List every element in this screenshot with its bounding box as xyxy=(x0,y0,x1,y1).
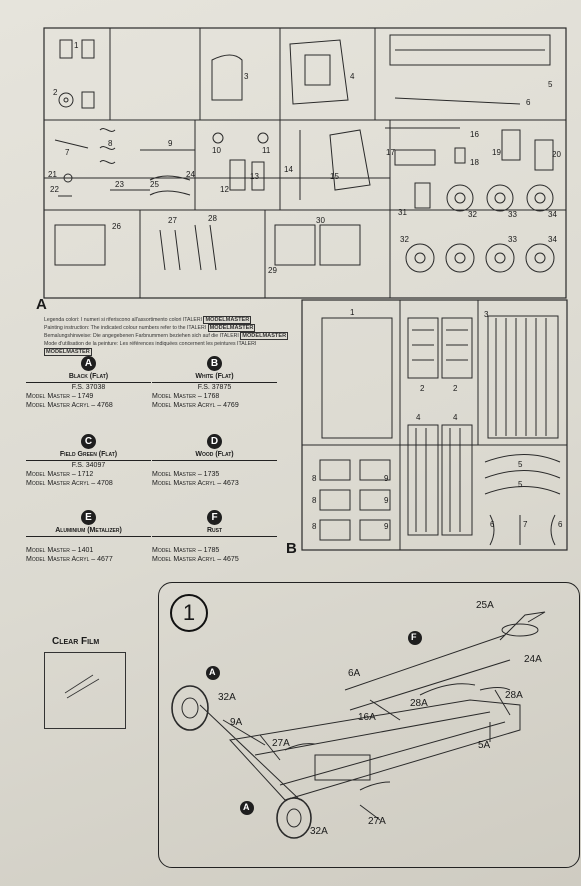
part-number: 3 xyxy=(244,72,249,81)
paint-name: Aluminium (Metalizer) xyxy=(26,526,151,537)
part-number: 20 xyxy=(552,150,561,159)
paint-ref: Model Master Acryl – 4673 xyxy=(152,480,239,487)
legend-line-it: Legenda colori: I numeri si riferiscono … xyxy=(44,316,252,324)
part-number: 9 xyxy=(168,139,173,148)
part-number: 18 xyxy=(470,158,479,167)
paint-ref: Model Master – 1749 xyxy=(26,393,94,400)
paint-d: D Wood (Flat) Model Master – 1735 Model … xyxy=(152,434,277,488)
part-number: 22 xyxy=(50,185,59,194)
part-number: 32 xyxy=(400,235,409,244)
part-number: 12 xyxy=(220,185,229,194)
part-number: 1 xyxy=(74,41,79,50)
part-number: 28 xyxy=(208,214,217,223)
paint-name: White (Flat) xyxy=(152,372,277,383)
part-number: 7 xyxy=(65,148,70,157)
part-number: 25 xyxy=(150,180,159,189)
paint-code-badge: B xyxy=(207,356,222,371)
clear-film-part xyxy=(44,652,126,729)
paint-code-badge: C xyxy=(81,434,96,449)
paint-ref: Model Master – 1768 xyxy=(152,393,220,400)
paint-ref: Model Master – 1712 xyxy=(26,471,94,478)
part-number: 33 xyxy=(508,235,517,244)
paint-ref: Model Master – 1401 xyxy=(26,547,94,554)
part-number: 19 xyxy=(492,148,501,157)
paint-ref: Model Master Acryl – 4768 xyxy=(26,402,113,409)
step-number: 1 xyxy=(170,594,208,632)
part-number: 8 xyxy=(108,139,113,148)
part-number: 11 xyxy=(262,146,271,155)
fs-code: F.S. 37875 xyxy=(197,384,232,391)
part-number: 30 xyxy=(316,216,325,225)
part-number: 21 xyxy=(48,170,57,179)
part-number: 27 xyxy=(168,216,177,225)
paint-name: Black (Flat) xyxy=(26,372,151,383)
paint-code-badge: E xyxy=(81,510,96,525)
paint-ref: Model Master Acryl – 4708 xyxy=(26,480,113,487)
legend-line-de: Bemalungshinweise: Die angegebenen Farbn… xyxy=(44,332,289,340)
upper-sprue-labels: 1 2 3 4 5 6 7 8 9 10 11 12 13 14 15 16 1… xyxy=(0,0,581,300)
section-a-letter: A xyxy=(36,296,47,313)
clear-film-glare xyxy=(64,674,100,699)
paint-f: F Rust Model Master – 1785 Model Master … xyxy=(152,510,277,564)
paint-e: E Aluminium (Metalizer) Model Master – 1… xyxy=(26,510,151,564)
paint-name: Rust xyxy=(152,526,277,537)
part-number: 5 xyxy=(548,80,553,89)
paint-a: A Black (Flat) F.S. 37038 Model Master –… xyxy=(26,356,151,410)
paint-ref: Model Master – 1735 xyxy=(152,471,220,478)
paint-ref: Model Master Acryl – 4675 xyxy=(152,556,239,563)
paint-code-badge: D xyxy=(207,434,222,449)
paint-name: Field Green (Flat) xyxy=(26,450,151,461)
legend-line-fr: Mode d'utilisation de la peinture: Les r… xyxy=(44,341,257,356)
step-1-panel xyxy=(158,582,580,868)
part-number: 17 xyxy=(386,148,395,157)
part-number: 4 xyxy=(350,72,355,81)
paint-ref: Model Master – 1785 xyxy=(152,547,220,554)
part-number: 33 xyxy=(508,210,517,219)
fs-code: F.S. 37038 xyxy=(71,384,106,391)
part-number: 15 xyxy=(330,172,339,181)
legend-line-en: Painting instruction: The indicated colo… xyxy=(44,324,256,332)
part-number: 23 xyxy=(115,180,124,189)
clear-film-title: Clear Film xyxy=(52,636,100,647)
paint-name: Wood (Flat) xyxy=(152,450,277,461)
paint-c: C Field Green (Flat) F.S. 34097 Model Ma… xyxy=(26,434,151,488)
part-number: 6 xyxy=(526,98,531,107)
part-number: 16 xyxy=(470,130,479,139)
part-number: 26 xyxy=(112,222,121,231)
part-number: 14 xyxy=(284,165,293,174)
part-number: 32 xyxy=(468,210,477,219)
paint-code-badge: A xyxy=(81,356,96,371)
paint-legend: Legenda colori: I numeri si riferiscono … xyxy=(44,316,294,356)
paint-ref: Model Master Acryl – 4769 xyxy=(152,402,239,409)
part-number: 31 xyxy=(398,208,407,217)
part-number: 24 xyxy=(186,170,195,179)
part-number: 2 xyxy=(53,88,58,97)
part-number: 29 xyxy=(268,266,277,275)
part-number: 13 xyxy=(250,172,259,181)
paint-code-badge: F xyxy=(207,510,222,525)
part-number: 34 xyxy=(548,235,557,244)
part-number: 34 xyxy=(548,210,557,219)
part-number: 10 xyxy=(212,146,221,155)
paint-b: B White (Flat) F.S. 37875 Model Master –… xyxy=(152,356,277,410)
paint-ref: Model Master Acryl – 4677 xyxy=(26,556,113,563)
fs-code: F.S. 34097 xyxy=(71,462,106,469)
